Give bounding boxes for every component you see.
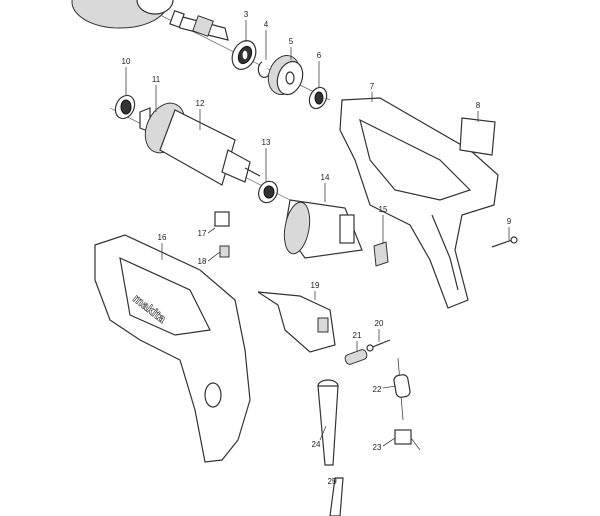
- clamp-part-21: [344, 349, 368, 365]
- part-label-14: 14: [321, 173, 330, 182]
- terminal-part-23: [394, 429, 421, 451]
- part-label-19: 19: [311, 281, 320, 290]
- bearing-part-10: [114, 94, 136, 120]
- bearing-part-13: [258, 180, 278, 204]
- part-label-15: 15: [379, 205, 388, 214]
- part-label-11: 11: [152, 75, 161, 84]
- part-label-9: 9: [507, 217, 512, 226]
- housing-part-16: makita: [94, 234, 251, 463]
- part-label-8: 8: [476, 101, 481, 110]
- part-label-13: 13: [262, 138, 271, 147]
- spindle-part: [169, 9, 229, 41]
- brush-holder-part-17: [214, 211, 230, 227]
- housing-part-7: [339, 97, 499, 309]
- part-label-3: 3: [244, 10, 249, 19]
- part-label-18: 18: [198, 257, 207, 266]
- armature-part-11-12: [139, 102, 261, 186]
- part-label-16: 16: [158, 233, 167, 242]
- screw-part-9: [491, 239, 513, 248]
- part-label-17: 17: [198, 229, 207, 238]
- carbon-brush-part-18: [219, 245, 230, 258]
- side-handle-part-24: [317, 379, 339, 466]
- part-label-22: 22: [373, 385, 382, 394]
- part-label-25: 25: [328, 477, 337, 486]
- part-label-24: 24: [312, 440, 321, 449]
- part-label-20: 20: [375, 319, 384, 328]
- switch-part-19: [257, 291, 336, 353]
- part-label-23: 23: [373, 443, 382, 452]
- screw-head: [510, 236, 518, 244]
- part-label-10: 10: [122, 57, 131, 66]
- part-label-7: 7: [370, 82, 375, 91]
- part-label-6: 6: [317, 51, 322, 60]
- part-label-4: 4: [264, 20, 269, 29]
- noise-suppressor-part-22: [393, 357, 411, 421]
- leader-lines: [125, 20, 510, 482]
- cord-part-25: [329, 477, 344, 516]
- chuck-part: [71, 0, 174, 29]
- part-label-21: 21: [353, 331, 362, 340]
- screw-head-20: [366, 344, 374, 352]
- field-part-14: [283, 199, 363, 259]
- nameplate-part-8: [459, 117, 496, 156]
- gear-part-5: [267, 55, 304, 96]
- bearing-part-3: [231, 40, 257, 70]
- part-label-12: 12: [196, 99, 205, 108]
- bearing-part-6: [308, 86, 328, 110]
- cover-part-15: [373, 241, 389, 267]
- part-label-5: 5: [289, 37, 294, 46]
